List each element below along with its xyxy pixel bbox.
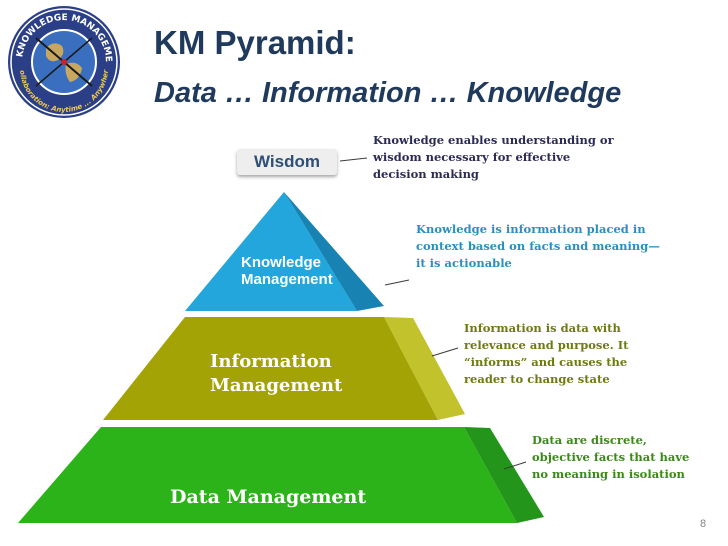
information-layer-front [103, 317, 438, 420]
note-line: reader to change state [464, 372, 610, 386]
slide-number: 8 [700, 518, 707, 530]
information-note: Information is data with relevance and p… [464, 320, 628, 388]
information-connector-line [431, 347, 459, 357]
data-layer-side [464, 427, 544, 523]
knowledge-label-line-2: Management [241, 271, 333, 288]
note-line: decision making [373, 167, 479, 181]
knowledge-label-line-1: Knowledge [241, 254, 322, 271]
data-connector-line [503, 461, 527, 470]
knowledge-note: Knowledge is information placed in conte… [416, 221, 660, 272]
note-line: Knowledge enables understanding or [373, 133, 614, 147]
note-line: Knowledge is information placed in [416, 222, 646, 236]
slide-subtitle: Data … Information … Knowledge [154, 77, 622, 109]
wisdom-connector-line [339, 157, 368, 162]
knowledge-management-label: Knowledge Management [241, 254, 333, 288]
wisdom-note: Knowledge enables understanding or wisdo… [373, 132, 614, 183]
note-line: objective facts that have [532, 450, 690, 464]
knowledge-connector-line [384, 279, 410, 286]
data-layer-front [18, 427, 517, 523]
knowledge-layer-front [185, 192, 357, 311]
note-line: Information is data with [464, 321, 621, 335]
information-management-label: Information Management [210, 350, 342, 398]
fm-knowledge-management-logo: FM KNOWLEDGE MANAGEMENT Collaboration: A… [6, 4, 120, 118]
information-label-line-2: Management [210, 375, 343, 396]
wisdom-label: Wisdom [237, 149, 337, 175]
data-note: Data are discrete, objective facts that … [532, 432, 689, 483]
note-line: no meaning in isolation [532, 467, 685, 481]
information-layer-side [384, 317, 465, 420]
data-management-label: Data Management [170, 484, 366, 510]
note-line: context based on facts and meaning— [416, 239, 660, 253]
note-line: it is actionable [416, 256, 512, 270]
information-label-line-1: Information [210, 351, 332, 372]
slide-title: KM Pyramid: [154, 24, 356, 61]
data-label-line-1: Data Management [170, 486, 367, 508]
note-line: relevance and purpose. It [464, 338, 629, 352]
note-line: Data are discrete, [532, 433, 647, 447]
knowledge-layer-side [284, 192, 384, 311]
note-line: “informs” and causes the [464, 355, 628, 369]
note-line: wisdom necessary for effective [373, 150, 571, 164]
